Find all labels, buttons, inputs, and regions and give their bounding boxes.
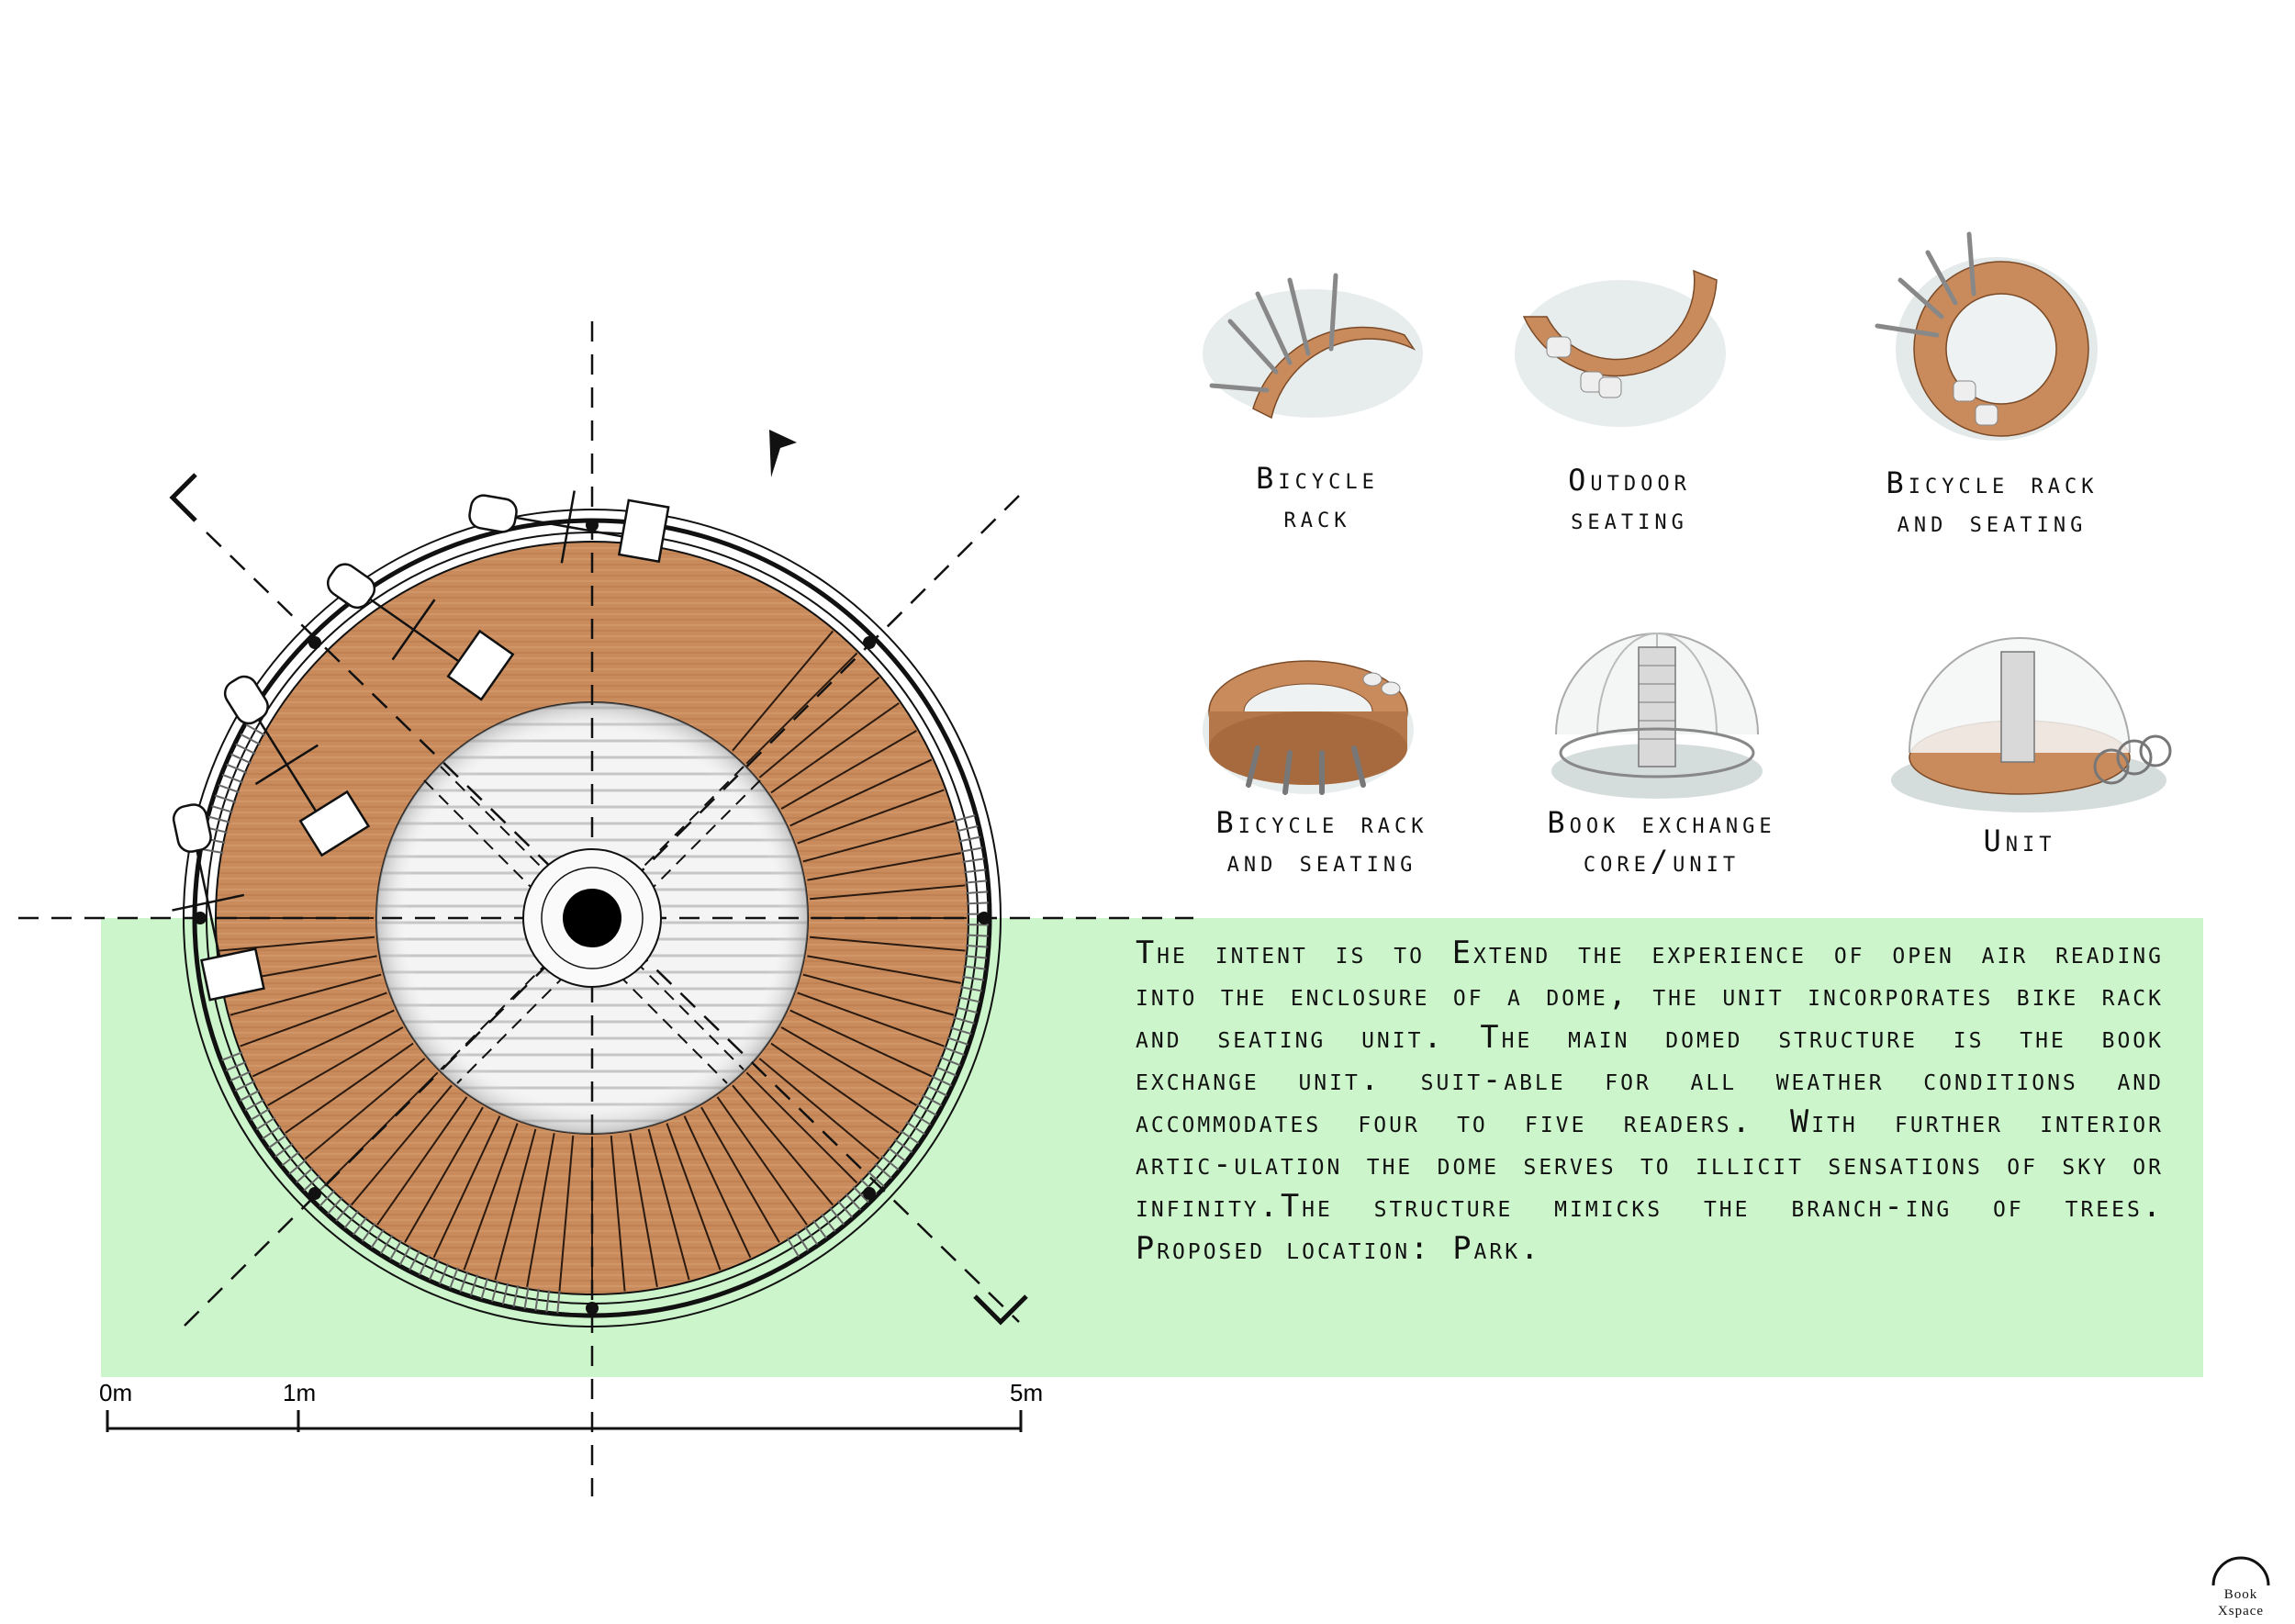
label-bicycle-rack-and-seating-1: Bicycle rack and seating bbox=[1886, 465, 2099, 539]
scale-label-0m: 0m bbox=[99, 1379, 133, 1406]
scale-bar bbox=[106, 1410, 1023, 1432]
scale-label-5m: 5m bbox=[1010, 1379, 1044, 1406]
logo-text: Book Xspace bbox=[2217, 1587, 2265, 1618]
thumb-book-exchange-core bbox=[1551, 633, 1763, 799]
north-arrow-icon bbox=[769, 430, 797, 477]
bench-grilles bbox=[201, 723, 989, 1314]
deck-slats bbox=[218, 630, 967, 1293]
thumb-bicycle-rack-and-seating-2 bbox=[1203, 660, 1414, 795]
scale-label-1m: 1m bbox=[283, 1379, 317, 1406]
center-column bbox=[563, 889, 621, 947]
label-unit: Unit bbox=[1983, 823, 2056, 858]
thumb-unit bbox=[1891, 637, 2172, 812]
section-marker-bottom-right bbox=[973, 1294, 1028, 1326]
book-xspace-logo-icon bbox=[2211, 1556, 2270, 1586]
bicycles bbox=[172, 490, 670, 1002]
label-outdoor-seating: Outdoor seating bbox=[1568, 463, 1691, 536]
thumb-bicycle-rack-and-seating-1 bbox=[1875, 231, 2098, 441]
label-book-exchange-core: Book exchange core/unit bbox=[1547, 805, 1776, 879]
section-marker-top-left bbox=[169, 473, 197, 522]
floor-plan-drawing bbox=[18, 321, 1193, 1496]
structural-nodes bbox=[194, 519, 991, 1315]
label-bicycle-rack-and-seating-2: Bicycle rack and seating bbox=[1215, 805, 1428, 879]
label-bicycle-rack: Bicycle rack bbox=[1256, 461, 1379, 534]
thumb-outdoor-seating bbox=[1515, 269, 1726, 427]
project-description: The intent is to Extend the experience o… bbox=[1136, 935, 2164, 1266]
thumb-bicycle-rack bbox=[1203, 273, 1423, 420]
